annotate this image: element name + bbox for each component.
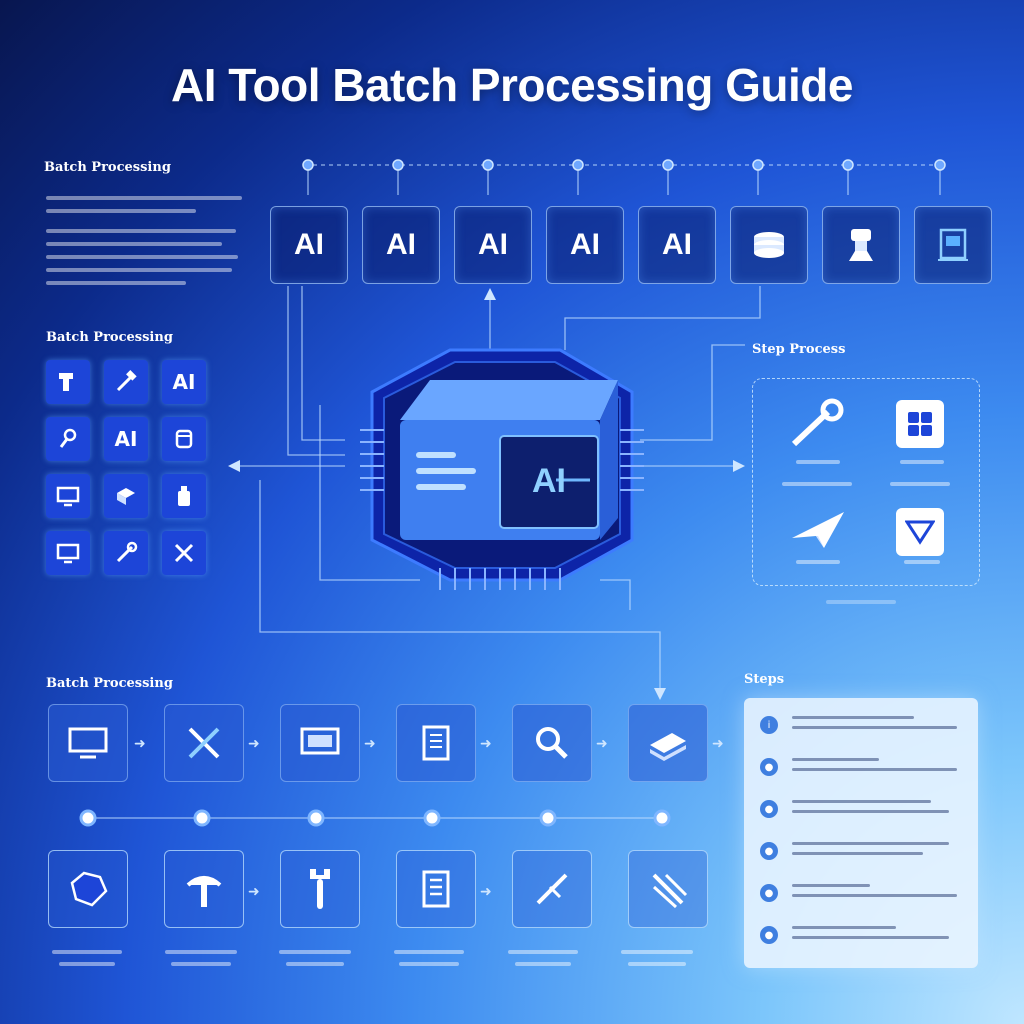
ai-icon[interactable]: AI (104, 417, 148, 461)
tool-icon[interactable] (46, 360, 90, 404)
step-item: ● (760, 842, 966, 884)
section-label-step-process: Step Process (752, 342, 846, 357)
section-label-batch-processing-bottom: Batch Processing (46, 676, 173, 691)
ai-label: AI (172, 370, 196, 394)
funnel-icon (905, 520, 935, 545)
wrench-icon (791, 398, 844, 447)
section-label-steps: Steps (744, 672, 785, 687)
ai-tool-3[interactable]: AI (454, 206, 532, 284)
steps-list: i ● ● ● ● ● (760, 716, 966, 968)
step-item: ● (760, 926, 966, 968)
document-tool[interactable] (914, 206, 992, 284)
step-process-panel (752, 378, 980, 586)
stack-icon (754, 232, 784, 258)
step-icon: ● (760, 758, 778, 776)
flow-step-stack[interactable] (628, 704, 708, 782)
cross-tools-icon (188, 727, 220, 759)
paper-plane-icon (792, 512, 844, 548)
ai-tool-4[interactable]: AI (546, 206, 624, 284)
tools-icon (652, 873, 688, 909)
section-label-batch-processing-top: Batch Processing (44, 160, 171, 175)
flow-step-wrench[interactable] (280, 850, 360, 928)
flow-step-hammer[interactable] (164, 850, 244, 928)
flow-step-window[interactable] (280, 704, 360, 782)
process-funnel-tile[interactable] (896, 508, 944, 556)
step-item: i (760, 716, 966, 758)
top-tools-row: AI AI AI AI AI (270, 206, 992, 284)
ai-tool-5[interactable]: AI (638, 206, 716, 284)
process-plane-tile[interactable] (788, 508, 848, 556)
window-icon (300, 727, 340, 755)
step-icon: ● (760, 926, 778, 944)
flow-row-2-captions (48, 950, 696, 966)
hammer-icon[interactable] (104, 360, 148, 404)
center-chip-label: AI (532, 462, 566, 500)
step-item: ● (760, 884, 966, 926)
step-icon: ● (760, 884, 778, 902)
wrench-icon (310, 869, 330, 909)
step-item: ● (760, 758, 966, 800)
stack-icon (650, 733, 686, 761)
document-icon (422, 870, 450, 908)
step-item: ● (760, 800, 966, 842)
flow-step-monitor[interactable] (48, 704, 128, 782)
ai-icon[interactable]: AI (162, 360, 206, 404)
flow-step-pencil[interactable] (512, 850, 592, 928)
box-icon[interactable] (104, 474, 148, 518)
bottle-icon[interactable] (162, 474, 206, 518)
flow-step-document[interactable] (396, 704, 476, 782)
stack-tool[interactable] (730, 206, 808, 284)
pencil-icon (536, 873, 568, 905)
page-title: AI Tool Batch Processing Guide (171, 59, 853, 111)
flow-step-search[interactable] (512, 704, 592, 782)
document-icon (422, 725, 450, 761)
monitor-icon[interactable] (46, 531, 90, 575)
step-icon: i (760, 716, 778, 734)
flow-step-gem[interactable] (48, 850, 128, 928)
wrench-icon[interactable] (104, 531, 148, 575)
flow-row-1 (48, 704, 708, 782)
ai-tool-1[interactable]: AI (270, 206, 348, 284)
flow-step-document[interactable] (396, 850, 476, 928)
section-label-batch-processing-mid: Batch Processing (46, 330, 173, 345)
tool-grid: AI AI (46, 360, 206, 575)
grid-icon (908, 412, 932, 436)
flow-row-2 (48, 850, 708, 928)
ai-tool-2[interactable]: AI (362, 206, 440, 284)
step-icon: ● (760, 800, 778, 818)
robot-tool[interactable] (822, 206, 900, 284)
magnifier-icon (536, 727, 568, 759)
gem-icon (70, 871, 108, 907)
brush-icon[interactable] (46, 417, 90, 461)
monitor-icon[interactable] (46, 474, 90, 518)
robot-icon (849, 229, 873, 261)
tools-icon[interactable] (162, 531, 206, 575)
steps-panel: i ● ● ● ● ● (744, 698, 978, 968)
document-icon (938, 228, 968, 261)
flow-step-tools[interactable] (164, 704, 244, 782)
text-block-top (46, 196, 242, 285)
cylinder-icon[interactable] (162, 417, 206, 461)
ai-label: AI (114, 427, 138, 451)
process-grid-tile[interactable] (896, 400, 944, 448)
hammer-icon (186, 876, 222, 907)
process-wrench-tile[interactable] (788, 398, 848, 454)
monitor-icon (68, 727, 108, 759)
flow-step-tools[interactable] (628, 850, 708, 928)
step-icon: ● (760, 842, 778, 860)
